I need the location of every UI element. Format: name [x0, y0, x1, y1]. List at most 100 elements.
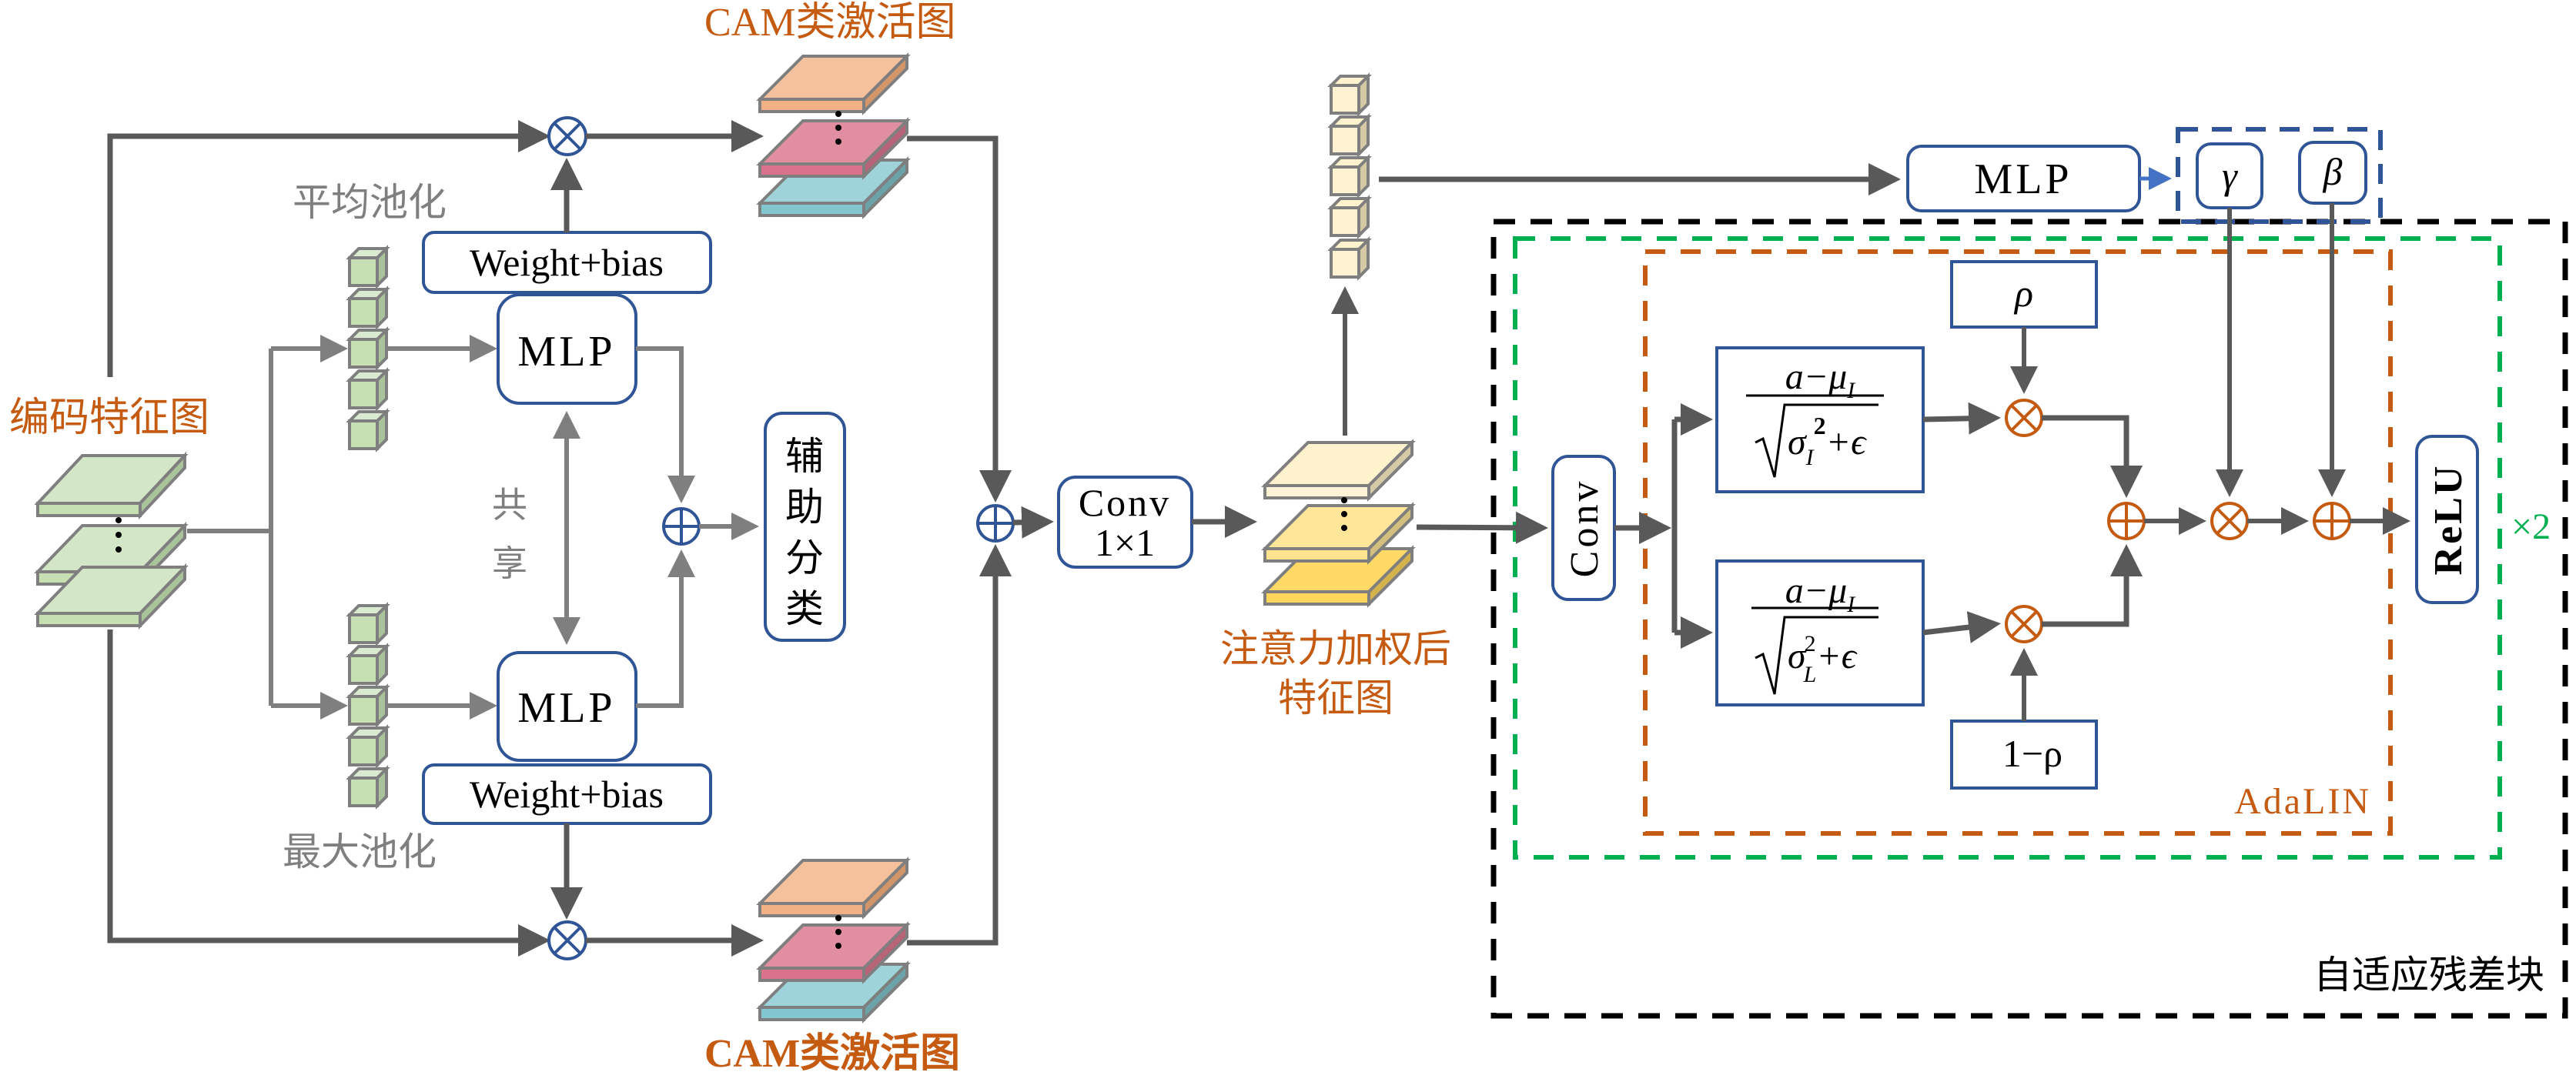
wire-top-skip — [107, 120, 550, 377]
vector-element-cube — [346, 286, 390, 330]
beta-label: β — [2323, 150, 2343, 193]
formula-denominator-subscript: I — [1805, 445, 1815, 470]
weighted-feature-map-stack — [1261, 439, 1416, 608]
formula-numerator: a−μ — [1785, 356, 1847, 397]
svg-text:a−μI: a−μI — [1785, 570, 1856, 617]
vector-element-cube — [1327, 195, 1372, 239]
formula-numerator-subscript: I — [1846, 592, 1856, 617]
vector-element-cube — [1327, 236, 1372, 281]
vector-element-cube — [346, 602, 390, 646]
ellipsis-dot — [1341, 511, 1347, 517]
aux-classifier-char: 分 — [785, 536, 824, 580]
vector-element-cube — [346, 367, 390, 412]
mlp-bottom-label: MLP — [517, 684, 615, 732]
one-minus-rho-multiply-operator-icon — [2005, 605, 2043, 643]
avg-pool-vector — [346, 245, 390, 453]
adalin-frame — [1643, 249, 2393, 836]
cam-top-stack — [756, 52, 911, 219]
encoded-feature-map-stack — [34, 451, 189, 629]
vector-element-cube — [346, 408, 390, 453]
global-feature-vector — [1327, 72, 1372, 281]
shared-label-char1: 共 — [492, 484, 527, 526]
vector-element-cube — [346, 326, 390, 371]
formula-denominator: σ — [1788, 636, 1808, 676]
wire-in-to-mult1 — [1922, 402, 2001, 435]
weight-bias-bottom-box[interactable]: Weight+bias — [422, 763, 712, 825]
beta-box[interactable]: β — [2298, 141, 2367, 205]
wire-mult1-to-add — [2042, 415, 2143, 498]
aux-classifier-char: 类 — [785, 586, 824, 631]
ellipsis-dot — [1341, 497, 1347, 503]
mlp-top-label: MLP — [517, 328, 615, 376]
formula-numerator-subscript: I — [1846, 378, 1856, 403]
ellipsis-dot — [835, 111, 841, 117]
cam-bottom-label: CAM类激活图 — [704, 1031, 960, 1076]
svg-text:σI2+ϵ: σI 2+ϵ — [1788, 412, 1867, 470]
mlp-right-label: MLP — [1974, 155, 2072, 203]
cam-top-label: CAM类激活图 — [704, 1, 955, 45]
aux-classifier-box[interactable]: 辅 助 分 类 — [764, 412, 846, 642]
ellipsis-dot — [835, 125, 841, 131]
vector-element-cube — [346, 765, 390, 810]
conv1x1-label-line2: 1×1 — [1095, 521, 1155, 564]
wire-mlp-bottom-to-add — [636, 549, 695, 708]
adalin-add-operator-icon — [2107, 502, 2146, 540]
avg-pooling-label: 平均池化 — [293, 180, 447, 225]
conv1x1-label-line1: Conv — [1079, 481, 1171, 524]
wire-add-to-conv1x1 — [1012, 506, 1054, 539]
fusion-add-operator-icon — [976, 504, 1015, 543]
one-minus-rho-label: 1−ρ — [2002, 732, 2062, 775]
ellipsis-dot — [835, 915, 841, 921]
formula-denominator-superscript: 2 — [1814, 412, 1826, 439]
feature-slab — [1261, 502, 1416, 565]
feature-slab — [34, 451, 189, 520]
bottom-multiply-operator-icon — [547, 920, 587, 960]
rho-multiply-operator-icon — [2005, 399, 2043, 437]
weight-bias-top-label: Weight+bias — [470, 241, 664, 284]
feature-slab — [756, 52, 911, 115]
conv-box[interactable]: Conv — [1551, 455, 1616, 601]
formula-denominator: σ — [1788, 422, 1808, 463]
ellipsis-dot — [835, 943, 841, 949]
svg-text:a−μI: a−μI — [1785, 356, 1856, 403]
repeat-block-frame — [1513, 236, 2502, 860]
adaptive-residual-block-frame — [1490, 219, 2568, 1019]
mlp-top-box[interactable]: MLP — [497, 293, 637, 405]
mlp-right-box[interactable]: MLP — [1906, 145, 2141, 212]
ellipsis-dot — [1341, 525, 1347, 531]
formula-denominator-tail: +ϵ — [1826, 422, 1867, 463]
relu-box[interactable]: ReLU — [2415, 435, 2479, 604]
gamma-beta-group-frame — [2176, 127, 2383, 224]
instance-norm-formula-box: a−μI σI2+ϵ — [1715, 346, 1925, 493]
aux-classifier-char: 助 — [785, 485, 824, 529]
svg-text:σ2L+ϵ: σ2L+ϵ — [1788, 631, 1858, 687]
rho-box[interactable]: ρ — [1950, 260, 2098, 329]
encoded-feature-map-label: 编码特征图 — [9, 395, 209, 441]
max-pool-vector — [346, 602, 390, 810]
weight-bias-top-box[interactable]: Weight+bias — [422, 231, 712, 294]
formula-numerator: a−μ — [1785, 570, 1847, 611]
mlp-bottom-box[interactable]: MLP — [497, 651, 637, 762]
formula-denominator-subscript: L — [1803, 662, 1817, 687]
conv1x1-box[interactable]: Conv 1×1 — [1057, 476, 1193, 569]
wire-bottom-skip — [107, 629, 550, 957]
one-minus-rho-box[interactable]: 1−ρ — [1950, 720, 2098, 790]
cam-bottom-stack — [756, 857, 911, 1024]
beta-add-operator-icon — [2313, 502, 2351, 540]
feature-slab — [1261, 545, 1416, 608]
vector-element-cube — [346, 643, 390, 687]
wire-ln-to-mult2 — [1922, 611, 2001, 643]
formula-denominator-superscript: 2 — [1805, 631, 1816, 656]
aux-add-operator-icon — [662, 507, 701, 546]
adalin-label: AdaLIN — [2234, 781, 2371, 822]
feature-slab — [756, 857, 911, 920]
wire-weighted-to-conv — [1416, 511, 1548, 544]
ellipsis-dot — [835, 929, 841, 935]
relu-label: ReLU — [2427, 464, 2471, 576]
gamma-box[interactable]: γ — [2196, 142, 2263, 209]
feature-slab — [1261, 439, 1416, 502]
max-pooling-label: 最大池化 — [283, 830, 437, 874]
shared-label-char2: 享 — [492, 543, 527, 584]
